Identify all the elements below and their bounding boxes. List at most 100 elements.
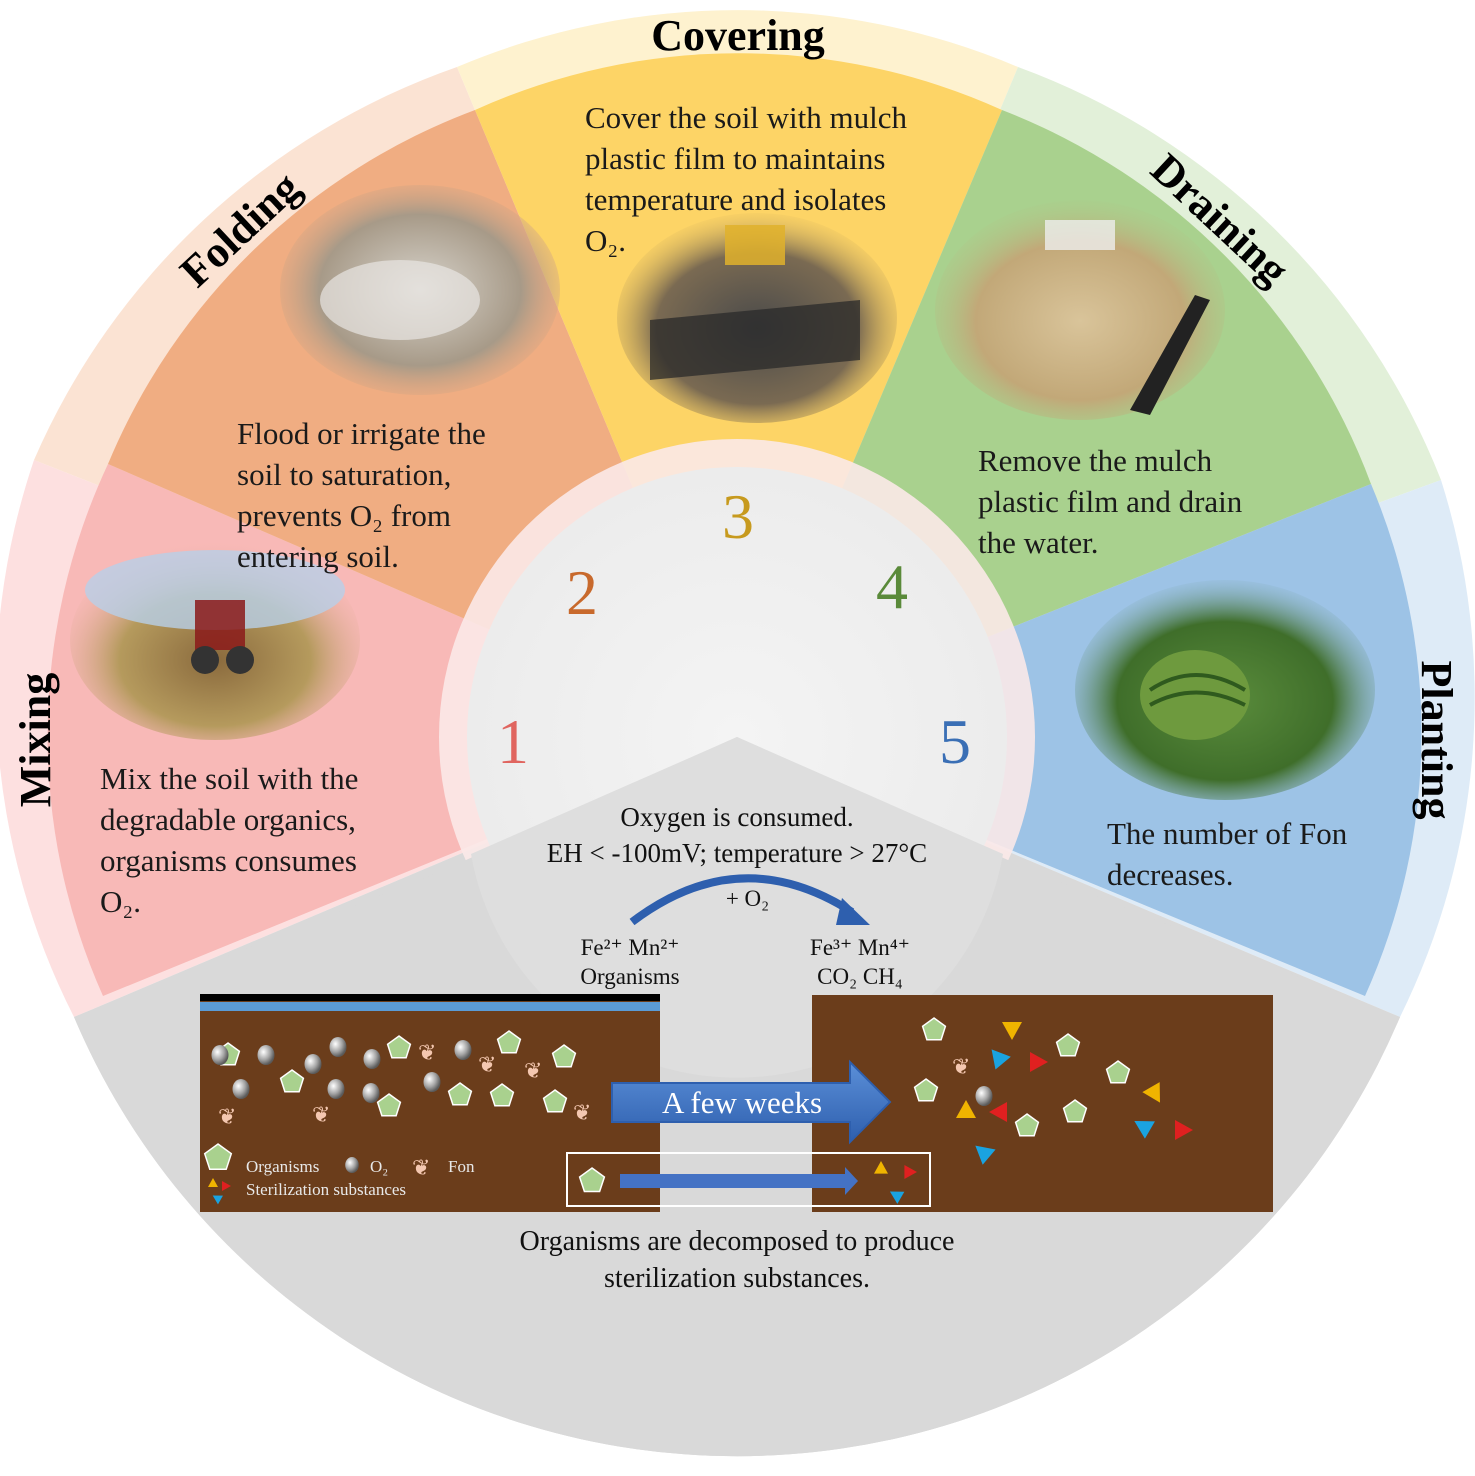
fon-particle: ❦: [573, 1101, 591, 1126]
sterilization-particle: [889, 1191, 905, 1204]
left-species: Fe²⁺ Mn²⁺ Organisms: [555, 933, 705, 991]
photo-mixing: [70, 540, 360, 740]
sterilization-particle: [1030, 1052, 1048, 1072]
fon-particle: ❦: [952, 1055, 970, 1080]
sterilization-particle: [1002, 1022, 1022, 1040]
desc-folding-line: Flood or irrigate the: [237, 416, 486, 451]
photo-draining: [935, 200, 1225, 420]
organism-particle: [921, 1017, 947, 1041]
legend-fon-icon: ❦: [412, 1156, 430, 1181]
organism-particle: [376, 1093, 402, 1117]
right-species-ions: Fe³⁺ Mn⁴⁺: [810, 935, 910, 960]
process-caption-bottom: Organisms are decomposed to produce ster…: [437, 1223, 1037, 1297]
step-number-5: 5: [939, 706, 971, 777]
legend-organisms: Organisms: [246, 1157, 320, 1176]
sterilization-particle: [1142, 1082, 1160, 1103]
sterilization-particle: [1134, 1121, 1155, 1139]
sterilization-particle: [1175, 1120, 1193, 1140]
transition-arrow: [611, 1059, 892, 1145]
particles: ❦❦❦❦❦❦❦❦: [203, 1017, 1193, 1205]
organism-particle: [279, 1069, 305, 1093]
process-line-1: Oxygen is consumed.: [620, 802, 854, 832]
bottom-line-2: sterilization substances.: [604, 1263, 870, 1294]
legend-organism-icon: [203, 1143, 233, 1171]
right-species: Fe³⁺ Mn⁴⁺ CO₂ CH₄: [785, 933, 935, 991]
step-number-4: 4: [876, 551, 908, 622]
o2-particle: [345, 1157, 359, 1173]
desc-covering-line: temperature and isolates: [585, 182, 887, 217]
step-number-3: 3: [722, 481, 754, 552]
o2-particle: [327, 1079, 345, 1099]
desc-mixing-line: organisms consumes: [100, 843, 357, 878]
sterilization-particle: [874, 1161, 888, 1174]
process-line-2: EH < -100mV; temperature > 27°C: [546, 838, 928, 868]
fon-particle: ❦: [312, 1103, 330, 1128]
organism-particle: [489, 1083, 515, 1107]
organism-particle: [1062, 1099, 1088, 1123]
o2-particle: [304, 1054, 322, 1074]
organism-particle: [1105, 1060, 1131, 1084]
desc-mixing-line: Mix the soil with the: [100, 761, 359, 796]
reaction-arrow: [629, 874, 855, 926]
legend-fon: Fon: [448, 1157, 475, 1176]
reaction-arrowhead: [836, 898, 870, 925]
sterilization-particle: [222, 1181, 231, 1191]
organism-particle: [447, 1082, 473, 1106]
o2-particle: [362, 1083, 380, 1103]
fon-particle: ❦: [478, 1053, 496, 1078]
right-species-gases: CO₂ CH₄: [817, 964, 903, 989]
desc-planting: The number of Fon decreases.: [1107, 813, 1407, 895]
photo-covering: [617, 213, 897, 423]
desc-covering-line: O₂.: [585, 223, 626, 258]
reaction-label: + O₂: [725, 886, 770, 911]
stage-title-planting: Planting: [1412, 661, 1461, 820]
o2-particle: [363, 1049, 381, 1069]
stage-title-covering: Covering: [651, 11, 825, 60]
sterilization-particle: [975, 1145, 996, 1165]
legend-sterilization: Sterilization substances: [246, 1180, 407, 1199]
o2-particle: [257, 1045, 275, 1065]
desc-folding-line: prevents O₂ from: [237, 498, 451, 533]
organism-particle: [913, 1078, 939, 1102]
bottom-line-1: Organisms are decomposed to produce: [519, 1226, 955, 1257]
o2-particle: [232, 1079, 250, 1099]
desc-covering: Cover the soil with mulch plastic film t…: [585, 97, 965, 261]
o2-particle: [211, 1045, 229, 1065]
desc-covering-line: plastic film to maintains: [585, 141, 886, 176]
sterilization-particle: [991, 1049, 1011, 1070]
photo-folding: [280, 185, 560, 395]
sterilization-particle: [956, 1100, 976, 1118]
desc-draining-line: plastic film and drain: [978, 484, 1243, 519]
sterilization-particle: [208, 1178, 218, 1187]
fon-particle: ❦: [218, 1105, 236, 1130]
desc-draining-line: the water.: [978, 525, 1099, 560]
process-funnel-top: [471, 737, 1003, 1078]
desc-folding-line: soil to saturation,: [237, 457, 452, 492]
o2-particle: [454, 1040, 472, 1060]
desc-planting-line: decreases.: [1107, 857, 1234, 892]
legend-box-organism-icon: [578, 1167, 606, 1193]
organism-particle: [496, 1030, 522, 1054]
step-number-2: 2: [566, 557, 598, 628]
o2-particle: [975, 1086, 993, 1106]
organism-particle: [551, 1044, 577, 1068]
desc-folding: Flood or irrigate the soil to saturation…: [237, 413, 557, 577]
organism-particle: [386, 1035, 412, 1059]
transition-label: A few weeks: [661, 1085, 823, 1120]
desc-covering-line: Cover the soil with mulch: [585, 100, 908, 135]
desc-mixing-line: degradable organics,: [100, 802, 356, 837]
fon-particle: ❦: [418, 1041, 436, 1066]
sterilization-particle: [904, 1165, 917, 1179]
o2-particle: [423, 1072, 441, 1092]
sterilization-particle: [212, 1195, 223, 1205]
sterilization-particle: [989, 1102, 1007, 1122]
stage-title-mixing: Mixing: [11, 673, 60, 807]
organism-particle: [1014, 1113, 1040, 1137]
desc-mixing-line: O₂.: [100, 884, 141, 919]
desc-draining: Remove the mulch plastic film and drain …: [978, 440, 1298, 563]
photo-planting: [1075, 580, 1375, 800]
desc-planting-line: The number of Fon: [1107, 816, 1348, 851]
desc-draining-line: Remove the mulch: [978, 443, 1213, 478]
left-species-ions: Fe²⁺ Mn²⁺: [580, 935, 680, 960]
